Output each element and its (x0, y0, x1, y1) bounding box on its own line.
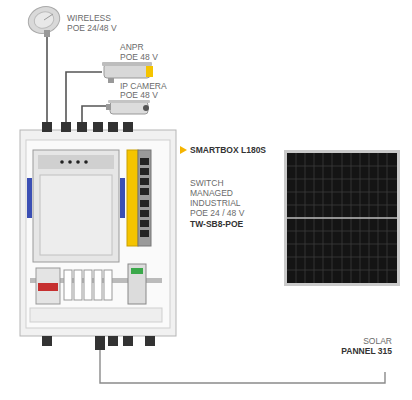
solar-panel (284, 150, 400, 286)
anpr-camera (102, 62, 153, 83)
power-spec: POE 24/48 V (67, 23, 117, 33)
device-label: IP CAMERA (120, 81, 167, 91)
pointer-triangle (180, 146, 187, 154)
device-label: SOLAR (330, 336, 392, 346)
device-label: ANPR (120, 42, 144, 52)
power-spec: POE 48 V (120, 52, 158, 62)
power-spec: POE 48 V (120, 90, 158, 100)
device-label: SWITCH MANAGED INDUSTRIAL POE 24 / 48 V (190, 178, 256, 218)
model-number: TW-SB8-POE (190, 219, 243, 229)
product-name: PANNEL 315 (330, 346, 392, 356)
product-name: SMARTBOX L180S (190, 145, 266, 155)
ip-camera (106, 100, 150, 114)
device-label: WIRELESS (67, 13, 111, 23)
wireless-dish (25, 2, 64, 37)
smartbox-enclosure (20, 122, 176, 350)
